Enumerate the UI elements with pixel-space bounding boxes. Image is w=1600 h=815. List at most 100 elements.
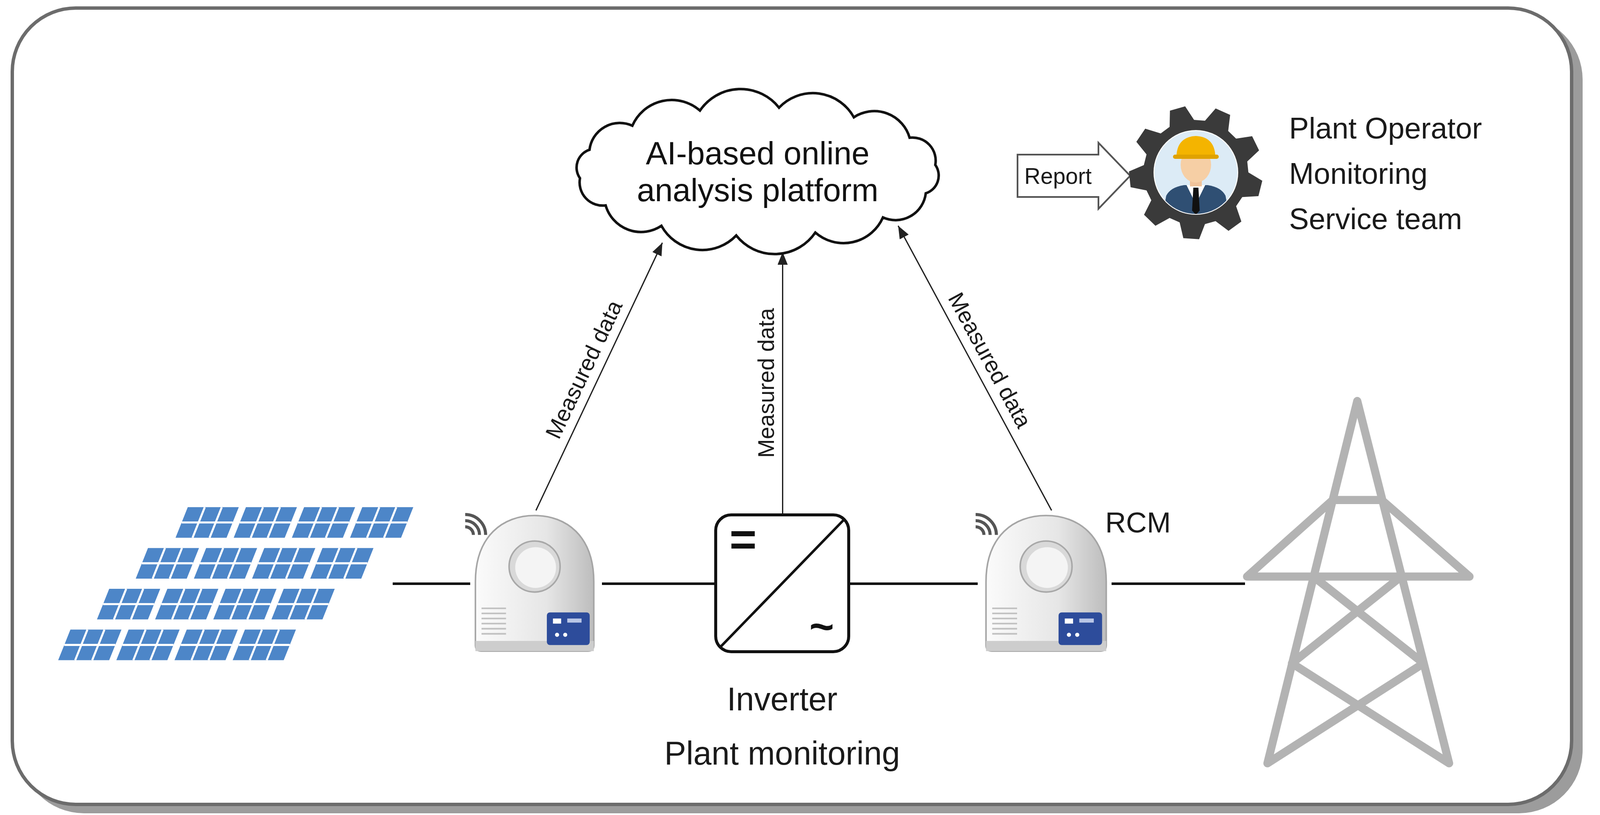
cloud-platform: AI-based online analysis platform — [559, 86, 957, 257]
module-grid — [356, 507, 408, 538]
solar-module — [97, 588, 161, 620]
hard-hat — [1176, 135, 1216, 157]
solar-module — [58, 629, 122, 660]
cloud-shape — [576, 88, 939, 255]
vent-line — [992, 632, 1018, 635]
operator-person — [1154, 130, 1238, 220]
solar-module — [213, 588, 277, 620]
solar-module — [155, 588, 219, 620]
wifi-icon — [465, 514, 486, 536]
operator-label: Plant Operator Monitoring Service team — [1289, 105, 1527, 242]
vent-line — [481, 632, 507, 635]
solar-module — [271, 588, 335, 620]
panel-led — [1075, 632, 1080, 638]
dc-symbol: = — [729, 515, 757, 563]
wifi-icon — [975, 514, 997, 536]
solar-module — [135, 548, 199, 579]
solar-module — [116, 629, 180, 660]
module-grid — [238, 629, 290, 660]
module-grid — [161, 588, 213, 620]
data-line — [535, 242, 663, 511]
outer-frame — [12, 8, 1572, 805]
hat-brim — [1172, 154, 1219, 159]
edge-label: Measured data — [541, 296, 627, 442]
rcm-sensor: RCM — [977, 510, 1115, 654]
dc-symbol-holder: = — [729, 515, 757, 563]
module-grid — [122, 629, 174, 660]
rcm-illustration — [977, 510, 1115, 654]
operator-node: Plant Operator Monitoring Service team — [1126, 103, 1559, 244]
module-grid — [316, 548, 368, 579]
platform-name: AI-based online analysis platform — [626, 134, 889, 209]
module-grid — [239, 507, 291, 538]
person-suit — [1161, 185, 1230, 220]
device-label: RCM — [1105, 505, 1171, 541]
solar-module — [349, 507, 414, 538]
operator-text-holder: Plant Operator Monitoring Service team — [1289, 103, 1527, 244]
panel-led — [562, 632, 568, 638]
edge-label-holder: Report — [1024, 164, 1092, 188]
solar-module — [194, 548, 258, 579]
gear-shape — [1128, 106, 1263, 240]
module-grid — [102, 588, 154, 620]
rcm-sensor — [467, 510, 602, 654]
rcm-housing — [986, 515, 1107, 652]
inverter-label-holder: InverterPlant monitoring — [591, 671, 974, 781]
solar-module — [232, 629, 296, 660]
edge-label-holder: Measured data — [541, 296, 627, 442]
inverter-caption: Plant monitoring — [664, 726, 900, 781]
rcm-panel — [1058, 612, 1103, 646]
module-grid — [199, 548, 251, 579]
vent-line — [481, 612, 507, 615]
rcm-hole-rim — [509, 540, 561, 592]
report-arrow — [1017, 142, 1131, 209]
vent-line — [992, 617, 1018, 620]
module-grid — [181, 507, 233, 538]
data-line — [898, 225, 1052, 511]
gear-inner — [1153, 130, 1239, 215]
solar-module — [310, 548, 374, 579]
panel-port — [1079, 618, 1094, 623]
module-grid — [64, 629, 116, 660]
cloud-text-holder: AI-based online analysis platform — [559, 86, 957, 257]
edge-label-holder: Measured data — [754, 307, 777, 458]
solar-module — [175, 507, 239, 538]
module-grid — [219, 588, 271, 620]
cloud-outline — [559, 86, 957, 257]
ac-symbol: ~ — [809, 604, 835, 648]
module-grid — [277, 588, 329, 620]
power-wire — [850, 582, 978, 586]
vent-line — [992, 612, 1018, 615]
vent-line — [992, 627, 1018, 630]
panel-port — [567, 618, 582, 623]
solar-module — [252, 548, 316, 579]
inverter-box: InverterPlant monitoring=~ — [714, 513, 851, 654]
rcm-hole — [515, 547, 556, 588]
vent-line — [481, 607, 507, 610]
solar-module — [291, 507, 355, 538]
edge-label: Report — [1024, 164, 1092, 188]
vent-line — [481, 617, 507, 620]
edge-label: Measured data — [944, 288, 1035, 432]
rcm-label-holder: RCM — [1105, 505, 1171, 541]
solar-module — [233, 507, 297, 538]
data-line — [781, 252, 784, 514]
vent-line — [992, 607, 1018, 610]
ac-symbol-holder: ~ — [809, 604, 835, 648]
vent-line — [481, 627, 507, 630]
inverter-caption: Inverter — [726, 671, 838, 727]
rcm-panel — [546, 612, 590, 646]
module-grid — [141, 548, 193, 579]
solar-module — [174, 629, 238, 660]
solar-panels — [58, 507, 414, 660]
person-tie — [1192, 187, 1200, 215]
rcm-hole-rim — [1020, 540, 1072, 592]
edge-label: Measured data — [754, 307, 777, 458]
rcm-illustration — [467, 510, 602, 654]
panel-led — [554, 632, 560, 638]
module-grid — [257, 548, 309, 579]
edge-label-holder: Measured data — [944, 288, 1035, 432]
power-wire — [601, 582, 715, 586]
vent-line — [481, 622, 507, 625]
